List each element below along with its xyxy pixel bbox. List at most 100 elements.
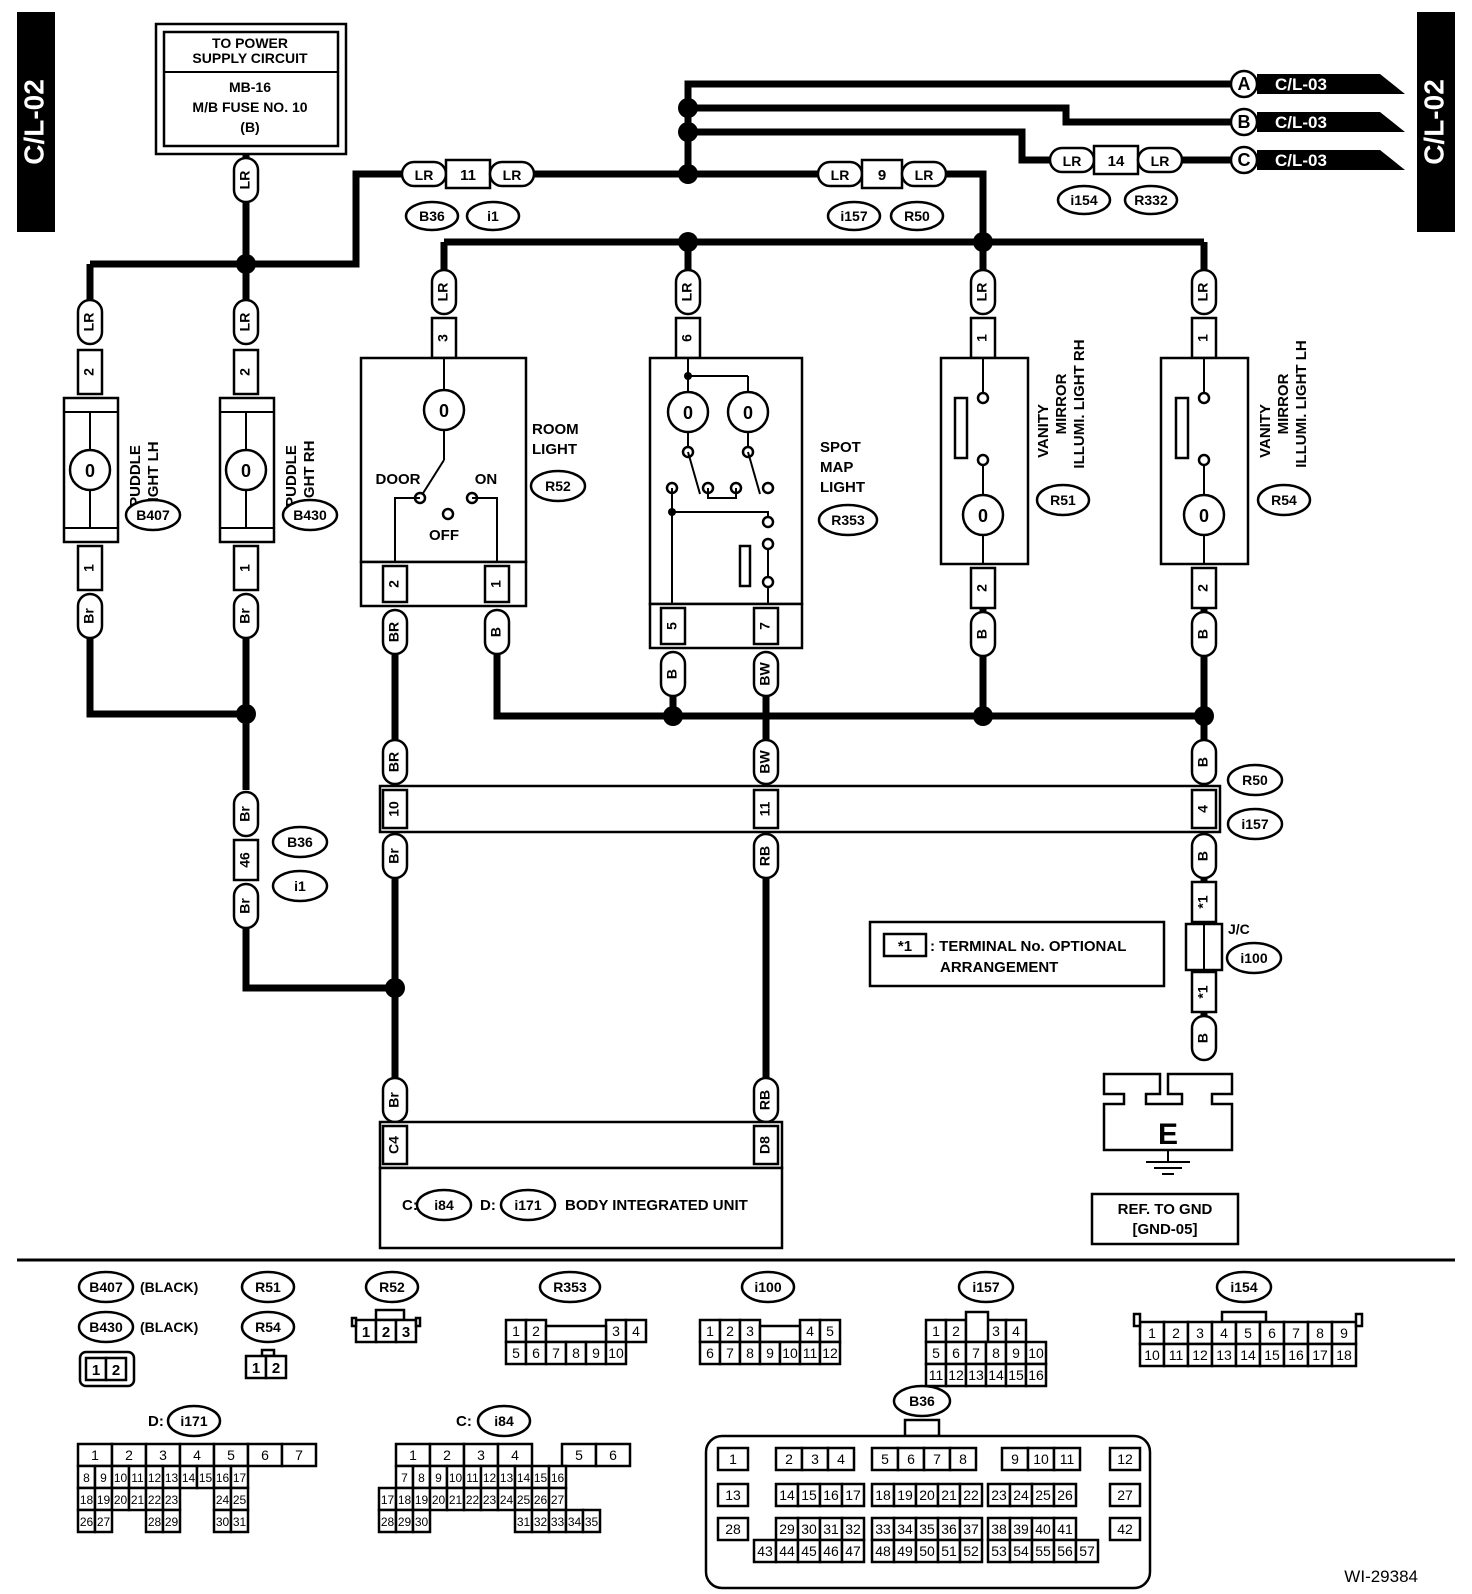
- svg-text:6: 6: [532, 1345, 540, 1361]
- svg-text:7: 7: [933, 1451, 941, 1467]
- svg-text:8: 8: [1316, 1325, 1324, 1341]
- svg-text:LR: LR: [237, 313, 253, 332]
- svg-text:28: 28: [381, 1515, 395, 1529]
- svg-text:36: 36: [941, 1521, 957, 1537]
- svg-text:0: 0: [1199, 506, 1209, 526]
- svg-text:5: 5: [881, 1451, 889, 1467]
- junction-nodes: [236, 98, 1214, 998]
- svg-text:D:: D:: [480, 1197, 496, 1214]
- svg-text:18: 18: [80, 1493, 94, 1507]
- svg-text:55: 55: [1035, 1543, 1051, 1559]
- svg-text:2: 2: [81, 368, 97, 376]
- svg-text:23: 23: [991, 1487, 1007, 1503]
- svg-text:13: 13: [165, 1471, 179, 1485]
- svg-text:4: 4: [1220, 1325, 1228, 1341]
- svg-text:9: 9: [1011, 1451, 1019, 1467]
- svg-text:LR: LR: [831, 167, 850, 183]
- svg-text:6: 6: [261, 1447, 269, 1463]
- svg-text:B36: B36: [419, 208, 445, 224]
- svg-text:BR: BR: [386, 752, 402, 772]
- svg-text:PUDDLE: PUDDLE: [283, 445, 300, 507]
- svg-text:13: 13: [725, 1487, 741, 1503]
- svg-text:C/L-03: C/L-03: [1275, 75, 1327, 94]
- svg-text:2: 2: [726, 1323, 734, 1339]
- svg-text:R50: R50: [904, 208, 930, 224]
- svg-text:47: 47: [845, 1543, 861, 1559]
- svg-text:LIGHT: LIGHT: [532, 441, 577, 458]
- svg-text:22: 22: [148, 1493, 162, 1507]
- svg-text:4: 4: [193, 1447, 201, 1463]
- svg-text:5: 5: [664, 622, 680, 630]
- svg-text:1: 1: [932, 1323, 940, 1339]
- connector-view-r51-r54: R51 R54 1 2: [240, 1270, 296, 1380]
- svg-text:2: 2: [532, 1323, 540, 1339]
- svg-text:24: 24: [500, 1493, 514, 1507]
- svg-text:4: 4: [511, 1447, 519, 1463]
- svg-text:VANITY: VANITY: [1035, 404, 1052, 458]
- arrow-connector-c[interactable]: C C/L-03: [1229, 145, 1405, 175]
- svg-text:23: 23: [483, 1493, 497, 1507]
- svg-text:12: 12: [822, 1345, 838, 1361]
- svg-text:R353: R353: [831, 512, 865, 528]
- svg-text:34: 34: [568, 1515, 582, 1529]
- svg-text:11: 11: [803, 1345, 818, 1361]
- svg-text:ILLUMI. LIGHT RH: ILLUMI. LIGHT RH: [1071, 339, 1088, 468]
- svg-text:1: 1: [974, 334, 990, 342]
- svg-text:20: 20: [919, 1487, 935, 1503]
- svg-text:BW: BW: [757, 750, 773, 774]
- svg-text:*1: *1: [1195, 895, 1211, 908]
- svg-text:i84: i84: [434, 1197, 454, 1213]
- svg-text:3: 3: [402, 1324, 410, 1341]
- svg-text:19: 19: [415, 1493, 429, 1507]
- svg-text:OFF: OFF: [429, 527, 459, 544]
- svg-text:7: 7: [972, 1345, 980, 1361]
- svg-text:ILLUMI. LIGHT LH: ILLUMI. LIGHT LH: [1293, 340, 1310, 467]
- arrow-connector-b[interactable]: B C/L-03: [1229, 107, 1405, 137]
- svg-text:6: 6: [952, 1345, 960, 1361]
- arrow-connector-a[interactable]: A C/L-03: [1229, 69, 1405, 99]
- svg-text:14: 14: [182, 1471, 196, 1485]
- svg-text:B: B: [664, 669, 680, 679]
- svg-text:32: 32: [845, 1521, 861, 1537]
- svg-text:1: 1: [1195, 334, 1211, 342]
- svg-text:4: 4: [1012, 1323, 1020, 1339]
- svg-text:27: 27: [1117, 1487, 1133, 1503]
- svg-text:11: 11: [131, 1471, 144, 1485]
- svg-text:ARRANGEMENT: ARRANGEMENT: [940, 959, 1058, 976]
- svg-text:50: 50: [919, 1543, 935, 1559]
- svg-text:37: 37: [963, 1521, 979, 1537]
- svg-text:D:: D:: [148, 1413, 164, 1430]
- svg-text:9: 9: [878, 167, 886, 184]
- svg-text:15: 15: [1008, 1367, 1024, 1383]
- svg-text:4: 4: [1195, 805, 1211, 813]
- svg-text:LR: LR: [435, 283, 451, 302]
- svg-text:LR: LR: [1195, 283, 1211, 302]
- svg-text:41: 41: [1057, 1521, 1073, 1537]
- svg-text:7: 7: [726, 1345, 734, 1361]
- connector-view-b407-b430: B407 (BLACK) B430 (BLACK) 1 2: [77, 1270, 198, 1388]
- svg-text:LR: LR: [974, 283, 990, 302]
- svg-text:B430: B430: [89, 1319, 123, 1335]
- svg-text:B407: B407: [89, 1279, 123, 1295]
- vanity-mirror-light-lh: LR 1 0 2 B VANITY MIRROR ILLUMI. LIGHT L…: [1159, 268, 1312, 658]
- svg-text:51: 51: [941, 1543, 957, 1559]
- svg-text:*1: *1: [898, 938, 912, 955]
- svg-text:2: 2: [443, 1447, 451, 1463]
- svg-text:2: 2: [382, 1324, 390, 1341]
- svg-text:15: 15: [801, 1487, 817, 1503]
- svg-text:10: 10: [608, 1345, 624, 1361]
- power-supply-box: TO POWER SUPPLY CIRCUIT MB-16 M/B FUSE N…: [154, 22, 348, 156]
- svg-text:10: 10: [386, 801, 402, 817]
- svg-text:LR: LR: [679, 283, 695, 302]
- svg-text:30: 30: [801, 1521, 817, 1537]
- svg-text:18: 18: [1336, 1347, 1352, 1363]
- svg-text:29: 29: [398, 1515, 412, 1529]
- svg-text:R52: R52: [379, 1279, 405, 1295]
- svg-text:2: 2: [112, 1362, 120, 1379]
- svg-text:R332: R332: [1134, 192, 1168, 208]
- svg-text:3: 3: [1196, 1325, 1204, 1341]
- svg-text:BR: BR: [386, 622, 402, 642]
- svg-text:Br: Br: [386, 848, 402, 864]
